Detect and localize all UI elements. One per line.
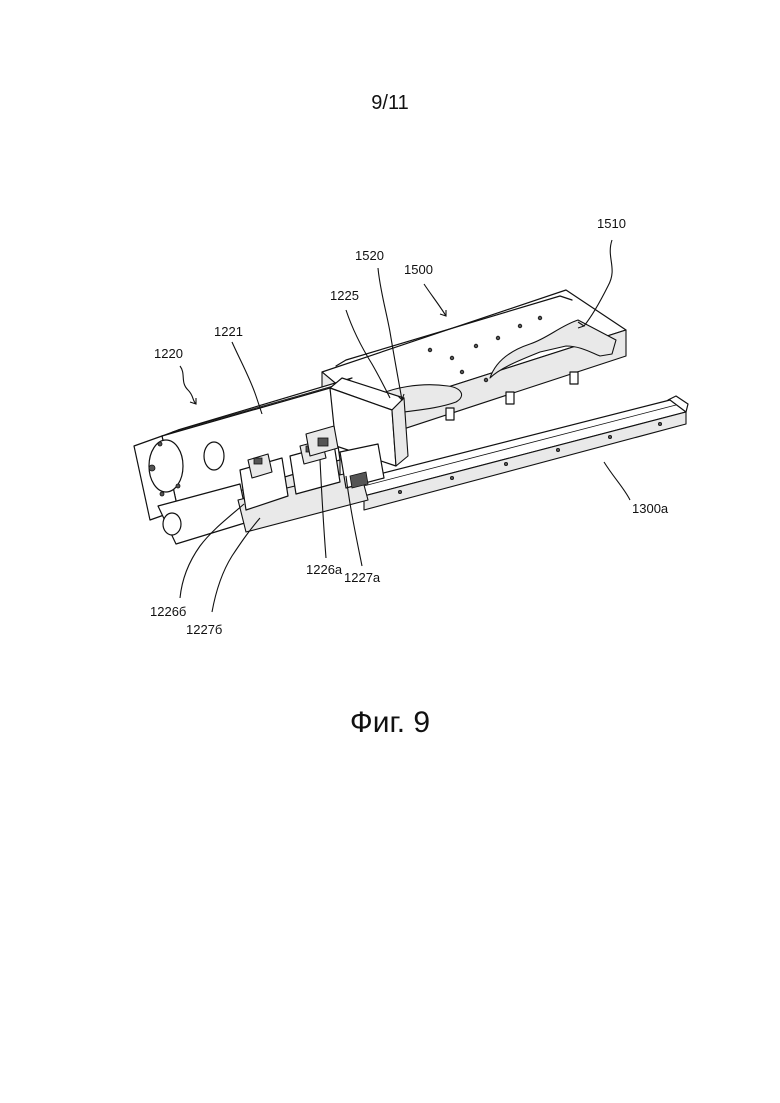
label-1300a: 1300a xyxy=(632,501,669,516)
label-1226a: 1226a xyxy=(306,562,343,577)
label-1226b: 1226б xyxy=(150,604,186,619)
label-1510: 1510 xyxy=(597,216,626,231)
leader-1220 xyxy=(180,366,196,404)
label-1500: 1500 xyxy=(404,262,433,277)
leader-1227b xyxy=(212,518,260,612)
leader-1500 xyxy=(424,284,446,316)
figure-caption: Фиг. 9 xyxy=(0,706,780,740)
label-1220: 1220 xyxy=(154,346,183,361)
label-1227b: 1227б xyxy=(186,622,222,637)
leader-1221 xyxy=(232,342,262,414)
label-1520: 1520 xyxy=(355,248,384,263)
label-1227a: 1227a xyxy=(344,570,381,585)
label-1221: 1221 xyxy=(214,324,243,339)
label-1225: 1225 xyxy=(330,288,359,303)
leader-1300a xyxy=(604,462,630,500)
